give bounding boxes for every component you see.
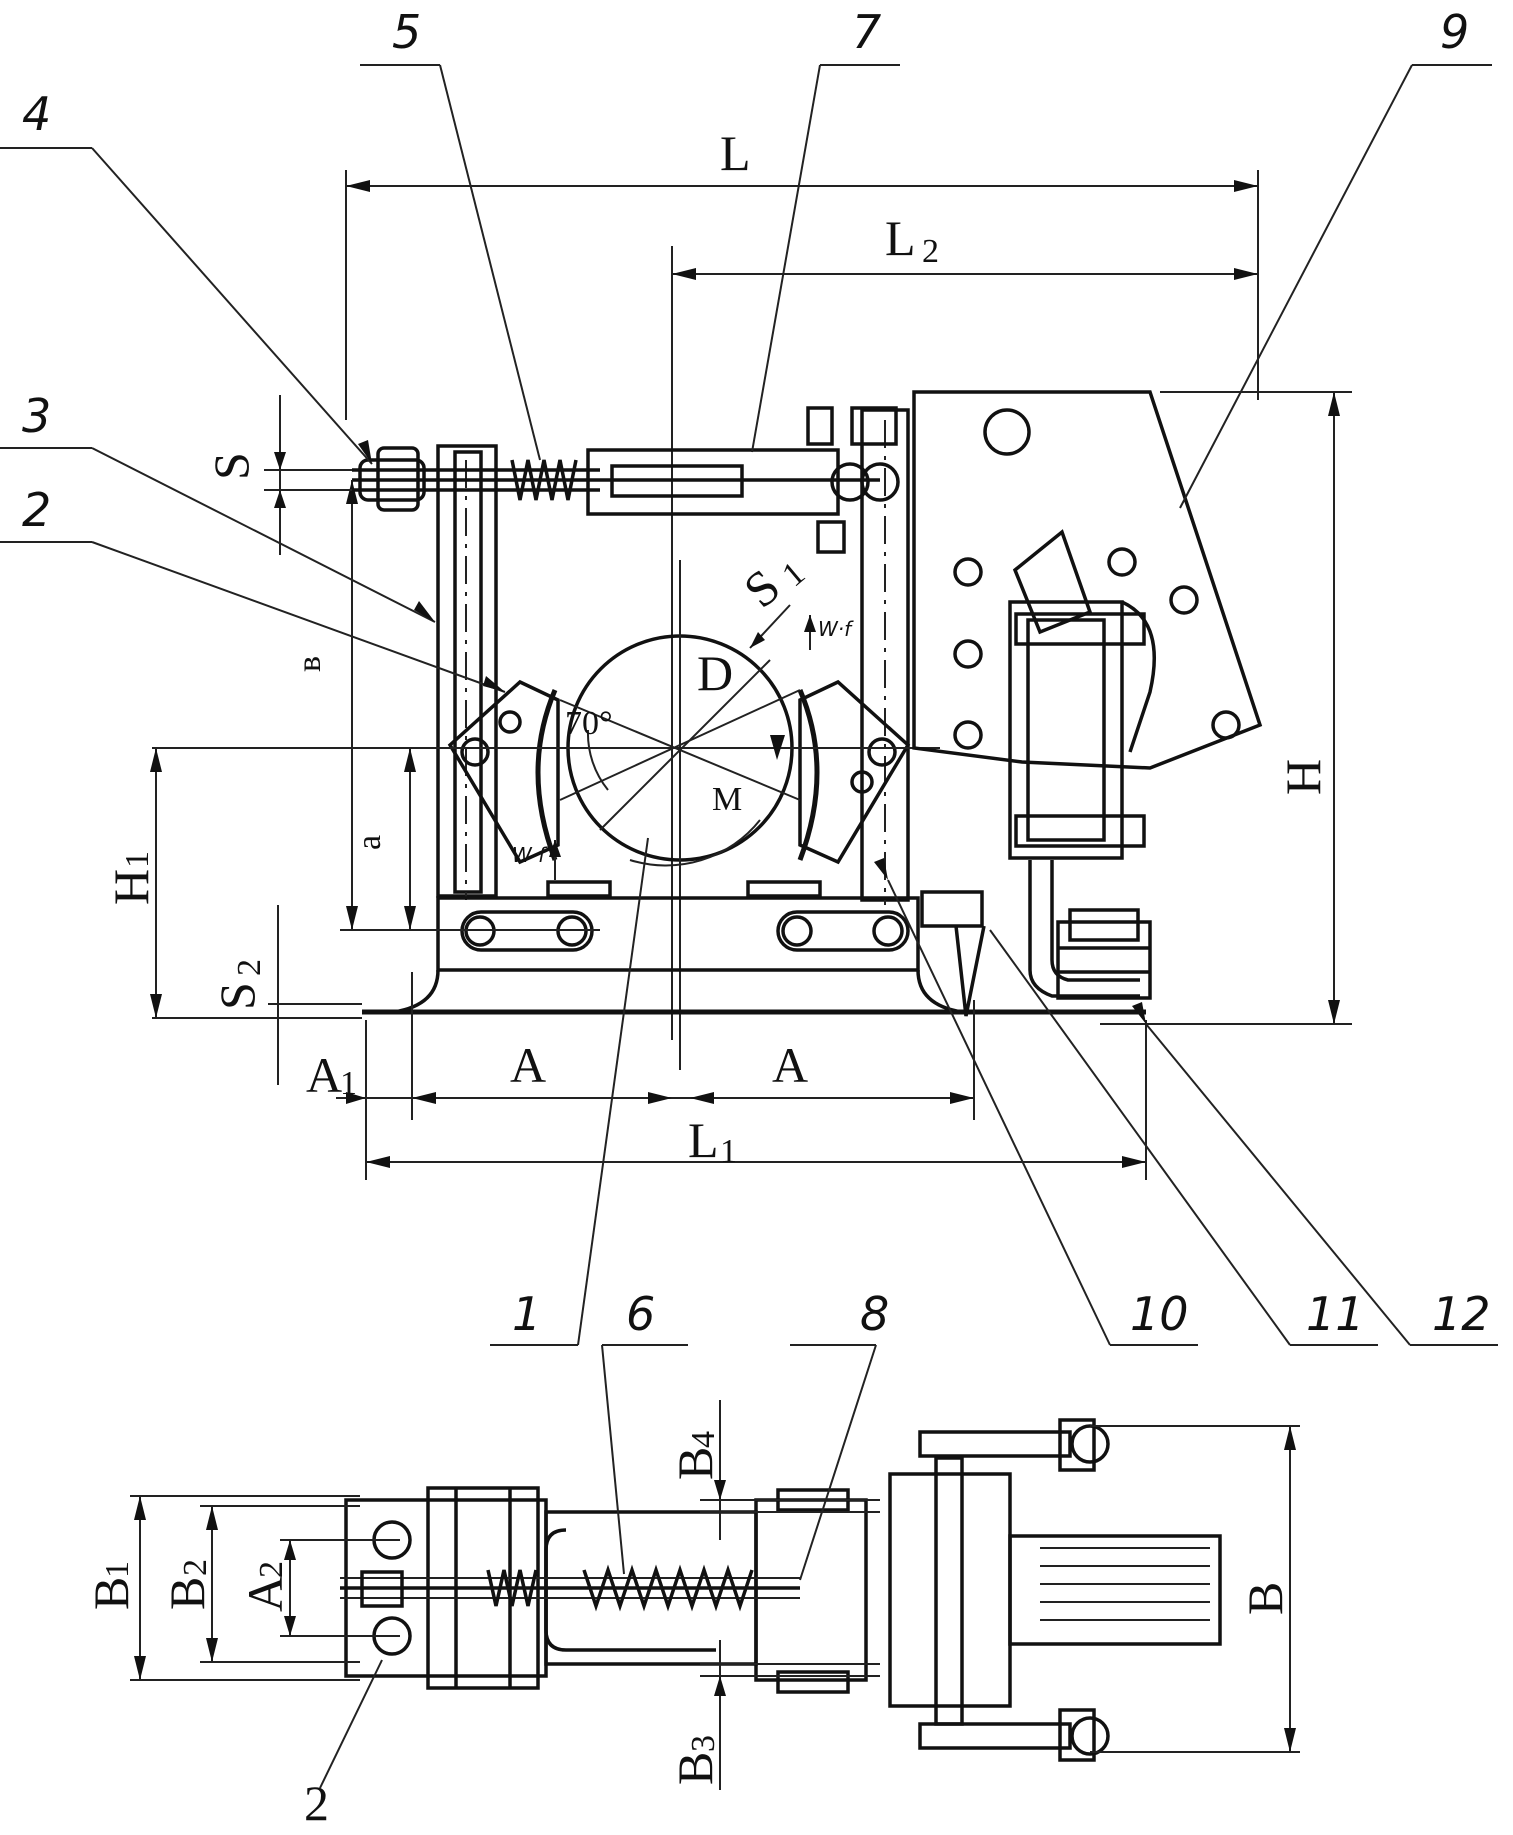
dim-L2-label: L <box>885 210 916 266</box>
callout-5: 5 <box>392 5 421 59</box>
angle-label: 70° <box>565 705 613 742</box>
dim-S2-label: S <box>209 982 265 1010</box>
brake-drum: D 70° M W·f W·f <box>512 560 940 1070</box>
moment-label: M <box>712 781 742 818</box>
electromagnet-housing <box>912 390 1263 770</box>
dim-A1-label: A <box>306 1047 342 1103</box>
dim-A2-label: A <box>237 1576 293 1612</box>
plan-callout-leaders <box>319 1344 877 1789</box>
dimension-L2: L 2 <box>671 210 1258 1040</box>
callout-6: 6 <box>626 1287 655 1341</box>
plan-spring <box>340 1520 800 1656</box>
dimension-A1: A 1 <box>306 1020 412 1180</box>
callout-3: 3 <box>22 389 51 443</box>
callout-1: 1 <box>512 1287 541 1341</box>
coil-block <box>1008 600 1157 860</box>
dim-L-label: L <box>720 125 751 181</box>
dim-B4-subscript: 4 <box>685 1431 722 1448</box>
dimension-B1: B 1 <box>83 1495 360 1681</box>
dimension-B: B <box>1090 1425 1300 1753</box>
plan-frame <box>344 1486 868 1694</box>
callout-8: 8 <box>860 1287 889 1341</box>
callout-4: 4 <box>22 87 51 141</box>
dim-B1-subscript: 1 <box>99 1561 136 1578</box>
dimension-B2: B 2 <box>159 1505 360 1663</box>
dimension-H: H <box>1100 391 1352 1025</box>
callout-12: 12 <box>1432 1287 1491 1341</box>
dim-B2-subscript: 2 <box>177 1559 214 1576</box>
dim-B4-label: B <box>667 1447 723 1480</box>
dim-H1-subscript: 1 <box>119 851 156 868</box>
side-view: L L 2 <box>0 5 1498 1346</box>
dim-L1-subscript: 1 <box>720 1133 737 1170</box>
dimension-a: a <box>351 748 416 930</box>
force-bottom-label: W·f <box>512 843 548 867</box>
base-plate <box>362 880 1146 1015</box>
dim-S2-subscript: 2 <box>231 959 268 976</box>
dimension-B4: B 4 <box>667 1400 880 1540</box>
callout-11: 11 <box>1306 1287 1365 1341</box>
dimension-A2: A 2 <box>237 1539 400 1637</box>
dim-A-right-label: A <box>772 1037 808 1093</box>
callout-10: 10 <box>1130 1287 1189 1341</box>
callout-2: 2 <box>22 483 51 537</box>
dim-H1-label: H <box>103 869 159 905</box>
dim-B-label: B <box>1237 1582 1293 1615</box>
dim-H-label: H <box>1275 759 1331 795</box>
callout-leaders <box>0 64 1498 1346</box>
dim-b-label: в <box>291 656 328 672</box>
plan-electromagnet <box>888 1418 1222 1762</box>
dim-L2-subscript: 2 <box>922 233 939 270</box>
dim-B1-label: B <box>83 1577 139 1610</box>
dim-L1-label: L <box>688 1112 719 1168</box>
brake-shoe-left <box>447 679 560 865</box>
callout-7: 7 <box>852 5 881 59</box>
dimension-H1: H 1 <box>103 747 540 1019</box>
dimension-S1: S 1 <box>733 555 812 649</box>
dimension-A: A A <box>411 972 975 1120</box>
dim-S1-subscript: 1 <box>775 555 812 594</box>
dim-A1-subscript: 1 <box>340 1065 357 1102</box>
dim-B3-subscript: 3 <box>685 1735 722 1752</box>
lower-bracket <box>920 860 1152 1017</box>
dimension-B3: B 3 <box>667 1640 880 1790</box>
dim-S-label: S <box>203 452 259 480</box>
dim-A2-subscript: 2 <box>253 1561 290 1578</box>
brake-shoe-right <box>797 679 911 865</box>
brake-frame <box>436 408 910 905</box>
dim-B3-label: B <box>667 1752 723 1785</box>
dimension-L1: L 1 <box>366 1020 1147 1180</box>
dimension-S2: S 2 <box>209 905 362 1085</box>
spring-rod-assembly <box>352 406 900 554</box>
dim-a-label: a <box>351 835 388 850</box>
plan-view: B B 1 B 2 A <box>83 1287 1300 1831</box>
callout-9: 9 <box>1440 5 1469 59</box>
dim-D-label: D <box>697 645 733 701</box>
force-top-label: W·f <box>818 617 854 641</box>
dimension-L: L <box>345 125 1259 420</box>
dim-A-left-label: A <box>510 1037 546 1093</box>
dimension-b: в <box>291 480 600 931</box>
dimension-S: S <box>203 395 352 555</box>
plan-callout-2: 2 <box>304 1775 329 1831</box>
dim-B2-label: B <box>159 1577 215 1610</box>
